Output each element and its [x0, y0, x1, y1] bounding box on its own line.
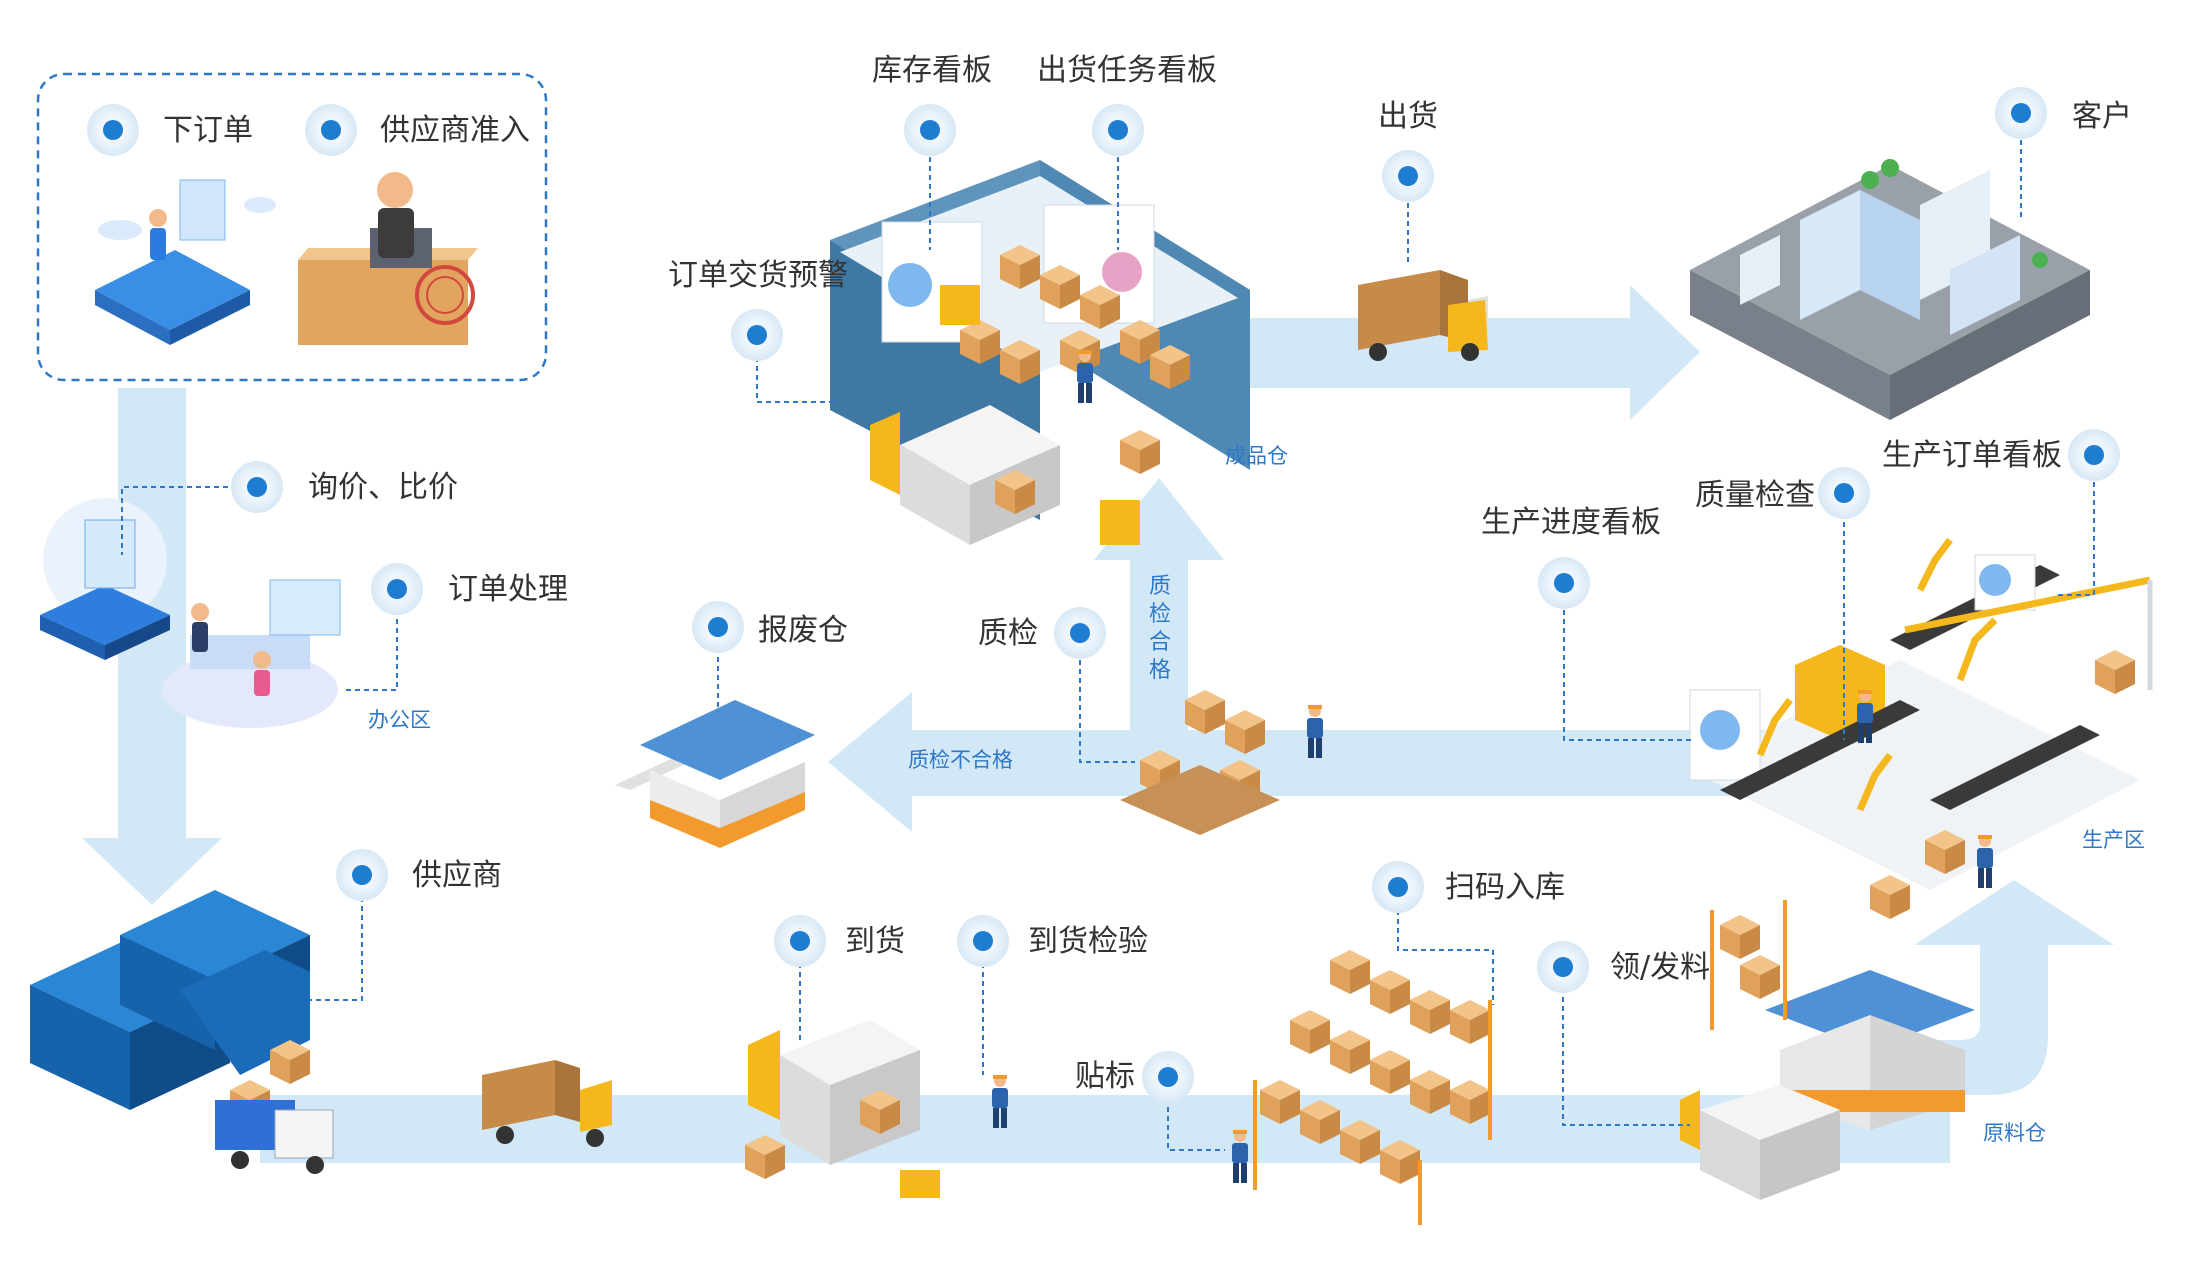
raw-material-racks	[1232, 950, 1492, 1225]
label-inventory-board: 库存看板	[872, 53, 992, 88]
label-quality-check: 质量检查	[1695, 478, 1815, 513]
marker-inquiry	[231, 461, 283, 513]
production-box	[1870, 875, 1910, 919]
label-scrap-warehouse: 报废仓	[758, 613, 848, 648]
label-scan-inbound: 扫码入库	[1445, 870, 1565, 905]
marker-place-order	[87, 104, 139, 156]
finished-goods-warehouse	[830, 160, 1250, 545]
label-customer: 客户	[2072, 99, 2132, 134]
marker-production-order-board	[2068, 429, 2120, 481]
flow-fail-head	[828, 692, 912, 832]
marker-material-issue	[1537, 941, 1589, 993]
zone-raw-material: 原料仓	[1983, 1121, 2046, 1145]
marker-supplier	[336, 849, 388, 901]
marker-labeling	[1142, 1051, 1194, 1103]
marker-supplier-admission	[305, 104, 357, 156]
markers	[87, 87, 2120, 1103]
arrival-truck	[745, 1020, 1008, 1198]
raw-box	[1720, 915, 1760, 959]
flow-shipping-head	[1630, 285, 1700, 420]
label-arrival: 到货	[845, 924, 905, 959]
leader-lines	[121, 113, 2095, 1151]
marker-arrival	[774, 915, 826, 967]
flow-fail	[910, 730, 1130, 796]
production-worker	[1977, 835, 1993, 888]
labeling-worker	[1232, 1130, 1248, 1183]
marker-arrival-inspection	[957, 915, 1009, 967]
marker-quality-check	[1818, 467, 1870, 519]
label-shipping: 出货	[1378, 99, 1438, 134]
zone-office: 办公区	[368, 708, 431, 732]
scrap-warehouse	[615, 700, 815, 848]
label-shipping-board: 出货任务看板	[1037, 53, 1217, 88]
raw-material-warehouse	[1680, 900, 1975, 1200]
label-place-order: 下订单	[163, 113, 253, 148]
flow-pass	[1130, 560, 1188, 750]
label-delivery-warning: 订单交货预警	[668, 258, 848, 293]
office-illustration	[40, 498, 341, 728]
warehouse-worker	[1077, 350, 1093, 403]
order-illustration	[95, 179, 276, 345]
marker-order-processing	[371, 563, 423, 615]
label-order-processing: 订单处理	[448, 572, 568, 607]
marker-scrap-warehouse	[692, 601, 744, 653]
label-supplier-admission: 供应商准入	[380, 113, 530, 148]
marker-scan-inbound	[1372, 861, 1424, 913]
label-production-order-board: 生产订单看板	[1882, 438, 2062, 473]
flow-qc-pass: 质检合格	[1148, 574, 1171, 683]
shipping-truck	[1358, 270, 1488, 361]
marker-delivery-warning	[731, 309, 783, 361]
zone-production: 生产区	[2082, 828, 2145, 852]
supplier-containers	[30, 890, 334, 1174]
label-qc: 质检	[978, 616, 1038, 651]
label-arrival-inspection: 到货检验	[1028, 924, 1148, 959]
marker-shipping-board	[1092, 104, 1144, 156]
label-labeling: 贴标	[1075, 1059, 1135, 1094]
flow-raw-up	[1890, 880, 2114, 1095]
marker-qc	[1054, 607, 1106, 659]
qc-area	[1120, 690, 1323, 835]
delivery-truck	[482, 1060, 612, 1147]
finished-box	[1120, 430, 1160, 474]
zone-finished-goods: 成品仓	[1225, 444, 1288, 468]
raw-box	[1740, 955, 1780, 999]
marker-production-progress-board	[1538, 557, 1590, 609]
label-production-progress-board: 生产进度看板	[1481, 505, 1661, 540]
production-area	[1689, 537, 2153, 919]
order-panel	[36, 72, 548, 382]
label-supplier: 供应商	[412, 858, 502, 893]
customer-city	[1690, 159, 2090, 420]
flow-down-left-head	[82, 838, 222, 905]
marker-customer	[1995, 87, 2047, 139]
marker-shipping	[1382, 150, 1434, 202]
supplier-desk-illustration	[298, 172, 478, 345]
production-box	[2095, 650, 2135, 694]
label-material-issue: 领/发料	[1610, 950, 1711, 985]
label-inquiry: 询价、比价	[308, 470, 458, 505]
flow-qc-fail: 质检不合格	[908, 748, 1013, 772]
marker-inventory-board	[904, 104, 956, 156]
